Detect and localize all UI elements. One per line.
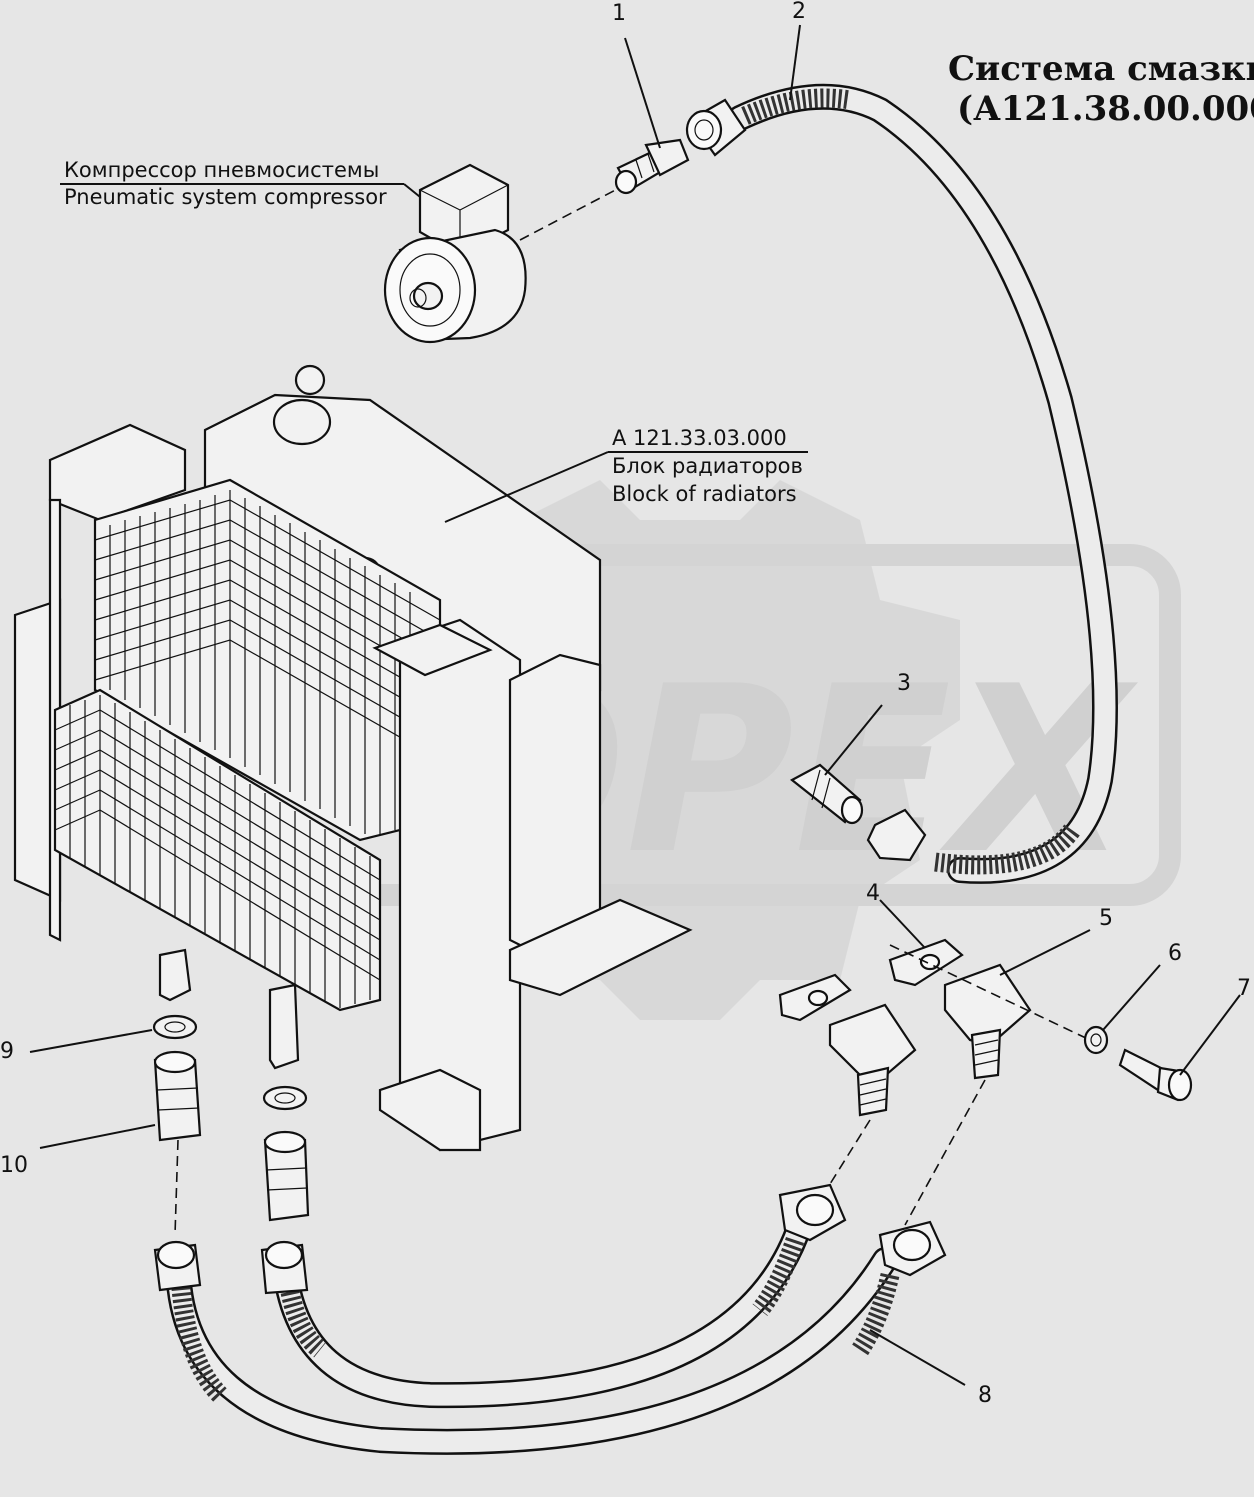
fitting-1: [614, 138, 690, 195]
compressor: [383, 163, 527, 344]
upper-core-grid: [94, 490, 441, 835]
fitting-3: [790, 763, 864, 825]
part-number-7: 7: [1237, 976, 1251, 1001]
elbows-5: [828, 963, 1032, 1117]
radiator-leader: [444, 451, 609, 523]
connection-line: [904, 1079, 986, 1226]
part-number-4: 4: [866, 881, 880, 906]
part-number-10: 10: [0, 1153, 28, 1178]
leader-6: [1102, 964, 1161, 1031]
leader-7: [1179, 994, 1241, 1076]
part-number-3: 3: [897, 671, 911, 696]
part-number-2: 2: [792, 0, 806, 24]
part-number-6: 6: [1168, 941, 1182, 966]
leader-9: [29, 1029, 153, 1053]
part-number-1: 1: [612, 1, 626, 26]
leader-1: [624, 37, 661, 149]
part-number-9: 9: [0, 1039, 14, 1064]
connection-line: [174, 1139, 179, 1236]
lower-core-grid: [54, 695, 381, 1008]
part-number-5: 5: [1099, 906, 1113, 931]
bolt-7: [1118, 1048, 1193, 1102]
leader-3: [824, 704, 883, 776]
radiator-label-en: Block of radiators: [612, 482, 797, 506]
compressor-label-ru: Компрессор пневмосистемы: [64, 158, 379, 182]
leader-4: [879, 899, 926, 949]
leader-5: [999, 929, 1091, 976]
washer-6: [1083, 1025, 1109, 1055]
compressor-label-en: Pneumatic system compressor: [64, 185, 387, 209]
washers-9: [152, 1014, 308, 1111]
adapters-10: [153, 1050, 310, 1222]
bolt-axis-line: [889, 944, 1091, 1041]
radiator-block: [13, 364, 693, 1152]
radiator-code: А 121.33.03.000: [612, 426, 787, 450]
radiator-label-ru: Блок радиаторов: [612, 454, 803, 478]
part-number-8: 8: [978, 1383, 992, 1408]
leader-8: [869, 1329, 966, 1386]
connection-line: [519, 184, 626, 241]
diagram-code: (А121.38.00.000): [957, 89, 1254, 129]
leader-2: [789, 24, 801, 101]
diagram-title: Система смазки: [948, 49, 1254, 89]
hose-2: [685, 83, 1118, 884]
leader-10: [39, 1124, 156, 1149]
hoses-8: [153, 1183, 947, 1455]
